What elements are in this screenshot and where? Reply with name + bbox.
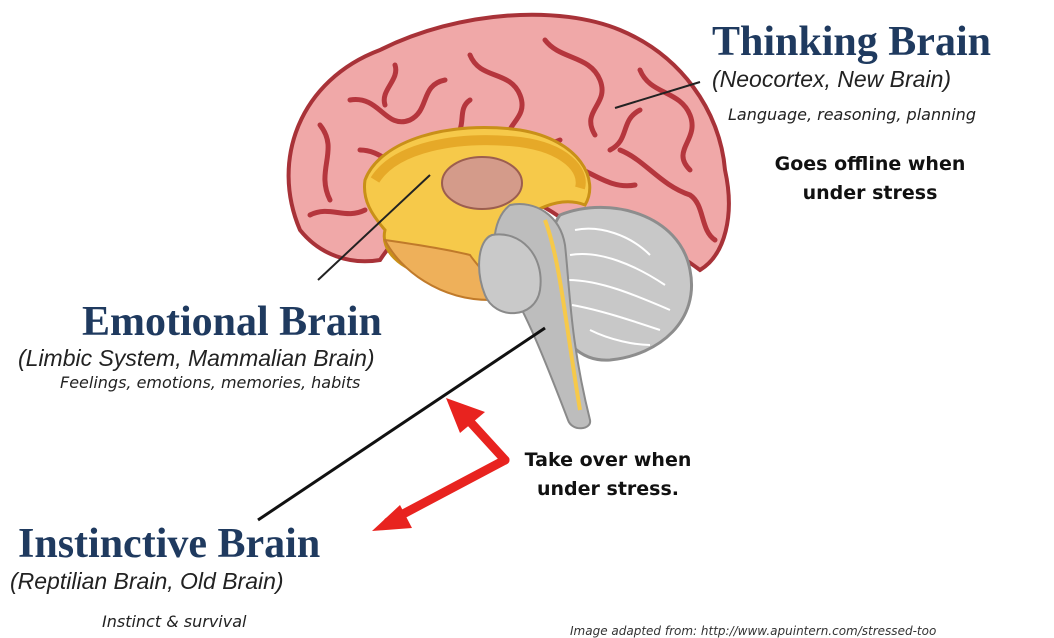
thinking-brain-subtitle: (Neocortex, New Brain) — [712, 66, 951, 93]
thinking-brain-description: Language, reasoning, planning — [728, 105, 976, 124]
thalamus — [442, 157, 522, 209]
image-credit: Image adapted from: http://www.apuintern… — [570, 624, 936, 638]
emotional-brain-title: Emotional Brain — [82, 298, 382, 346]
instinctive-brain-subtitle: (Reptilian Brain, Old Brain) — [10, 568, 284, 595]
instinctive-brain-description: Instinct & survival — [102, 612, 246, 631]
thinking-stress-note-line2: under stress — [755, 179, 985, 208]
emotional-brain-description: Feelings, emotions, memories, habits — [60, 373, 360, 392]
take-over-note-line1: Take over when — [508, 446, 708, 475]
emotional-brain-subtitle: (Limbic System, Mammalian Brain) — [18, 345, 375, 372]
thinking-stress-note-line1: Goes offline when — [755, 150, 985, 179]
thinking-brain-title: Thinking Brain — [712, 18, 991, 66]
thinking-stress-note: Goes offline when under stress — [755, 150, 985, 208]
stress-arrows — [388, 414, 505, 522]
instinctive-brain-title: Instinctive Brain — [18, 520, 320, 568]
take-over-note-line2: under stress. — [508, 475, 708, 504]
take-over-note: Take over when under stress. — [508, 446, 708, 504]
